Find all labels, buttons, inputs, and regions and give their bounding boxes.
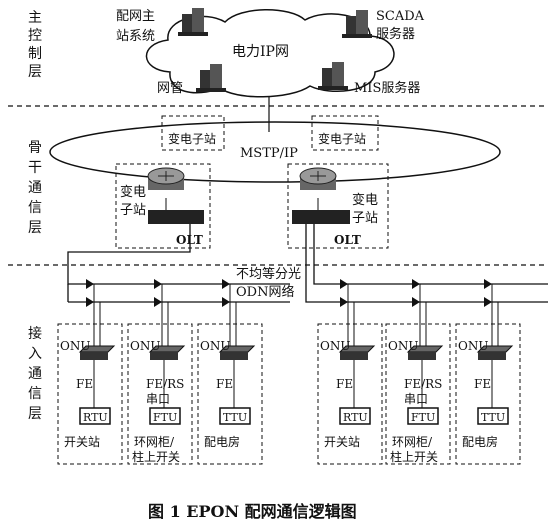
onu-device-base [478, 352, 506, 360]
terminal-box [219, 407, 251, 425]
port-label: FE [76, 377, 93, 391]
server-icon [342, 10, 372, 38]
router-icon [147, 167, 185, 190]
olt-device-left [148, 210, 204, 224]
terminal-label: TTU [481, 411, 505, 424]
port-label: FE [336, 377, 353, 391]
svg-text:骨干通信层: 骨干通信层 [28, 140, 42, 236]
terminal-label: RTU [83, 411, 108, 424]
ring-label: MSTP/IP [240, 146, 298, 161]
access-group: ONU FE RTU 开关站 [317, 284, 383, 465]
terminal-box [79, 407, 111, 425]
onu-label: ONU [200, 339, 230, 353]
server-icon [318, 62, 348, 90]
onu-device-base [340, 352, 368, 360]
access-group: ONU FE TTU 配电房 [455, 284, 521, 465]
onu-label: ONU [60, 339, 90, 353]
site-label: 配电房 [204, 434, 240, 449]
terminal-label: TTU [223, 411, 247, 424]
terminal-label: FTU [153, 411, 177, 424]
port-label: FE [474, 377, 491, 391]
access-group: ONU FE TTU 配电房 [197, 284, 263, 465]
onu-device-base [80, 352, 108, 360]
site-box [317, 323, 383, 465]
port-label-2: 串口 [404, 392, 428, 406]
substation-box-left [115, 163, 211, 249]
access-groups: ONUFERTU开关站ONUFE/RS串口FTU环网柜/柱上开关ONUFETTU… [57, 284, 521, 465]
port-label: FE/RS [146, 377, 184, 391]
olt-label: OLT [334, 233, 361, 247]
router-icon [299, 167, 337, 190]
site-box [455, 323, 521, 465]
terminal-label: RTU [343, 411, 368, 424]
node-dms-master-2: 站系统 [116, 29, 155, 44]
site-label-2: 柱上开关 [390, 449, 438, 464]
cloud-label: 电力IP网 [232, 44, 289, 60]
node-mis: MIS服务器 [354, 80, 420, 96]
svg-text:主控制层: 主控制层 [28, 10, 42, 80]
substation-box-top-right [311, 115, 379, 151]
terminal-label: FTU [411, 411, 435, 424]
odn-label-2: ODN网络 [236, 284, 294, 300]
server-icon [178, 8, 208, 36]
port-label-2: 串口 [146, 392, 170, 406]
node-nms: 网管 [157, 81, 183, 96]
mstp-ring [49, 121, 501, 183]
splitters [86, 279, 492, 307]
layer-label-access: 接入通信层 [28, 325, 42, 422]
onu-label: ONU [320, 339, 350, 353]
terminal-box [407, 407, 439, 425]
server-icon [196, 64, 226, 92]
node-scada-2: 服务器 [376, 26, 415, 42]
onu-device-base [150, 352, 178, 360]
onu-label: ONU [458, 339, 488, 353]
onu-label: ONU [130, 339, 160, 353]
substation-label: 变电子站 [168, 131, 216, 146]
terminal-box [477, 407, 509, 425]
port-label: FE [216, 377, 233, 391]
node-scada-1: SCADA [376, 9, 425, 24]
access-group: ONU FE RTU 开关站 [57, 284, 123, 465]
layer-label-top: 主控制层 [28, 10, 42, 80]
substation-label-2: 子站 [120, 203, 146, 218]
layer-label-backbone: 骨干通信层 [28, 140, 42, 236]
terminal-box [339, 407, 371, 425]
node-dms-master-1: 配网主 [116, 9, 155, 24]
site-box [127, 323, 193, 465]
svg-text:接入通信层: 接入通信层 [28, 325, 42, 422]
site-label: 配电房 [462, 434, 498, 449]
olt-device-right [292, 210, 350, 224]
site-label: 环网柜/ [392, 435, 433, 449]
substation-box-top-left [161, 115, 225, 151]
site-label: 开关站 [324, 435, 360, 449]
substation-label-2: 子站 [352, 211, 378, 226]
terminal-box [149, 407, 181, 425]
odn-label-1: 不均等分光 [236, 266, 301, 282]
site-label: 环网柜/ [134, 435, 175, 449]
site-box [57, 323, 123, 465]
site-label: 开关站 [64, 435, 100, 449]
port-label: FE/RS [404, 377, 442, 391]
substation-label: 变电子站 [318, 131, 366, 146]
fiber-trunks [67, 224, 548, 303]
site-box [385, 323, 451, 465]
site-label-2: 柱上开关 [132, 449, 180, 464]
substation-label-1: 变电 [120, 184, 146, 200]
onu-device-base [220, 352, 248, 360]
onu-label: ONU [388, 339, 418, 353]
figure-caption: 图 1 EPON 配网通信逻辑图 [148, 502, 357, 521]
substation-box-right [287, 163, 389, 249]
substation-label-1: 变电 [352, 192, 378, 208]
onu-device-base [408, 352, 436, 360]
